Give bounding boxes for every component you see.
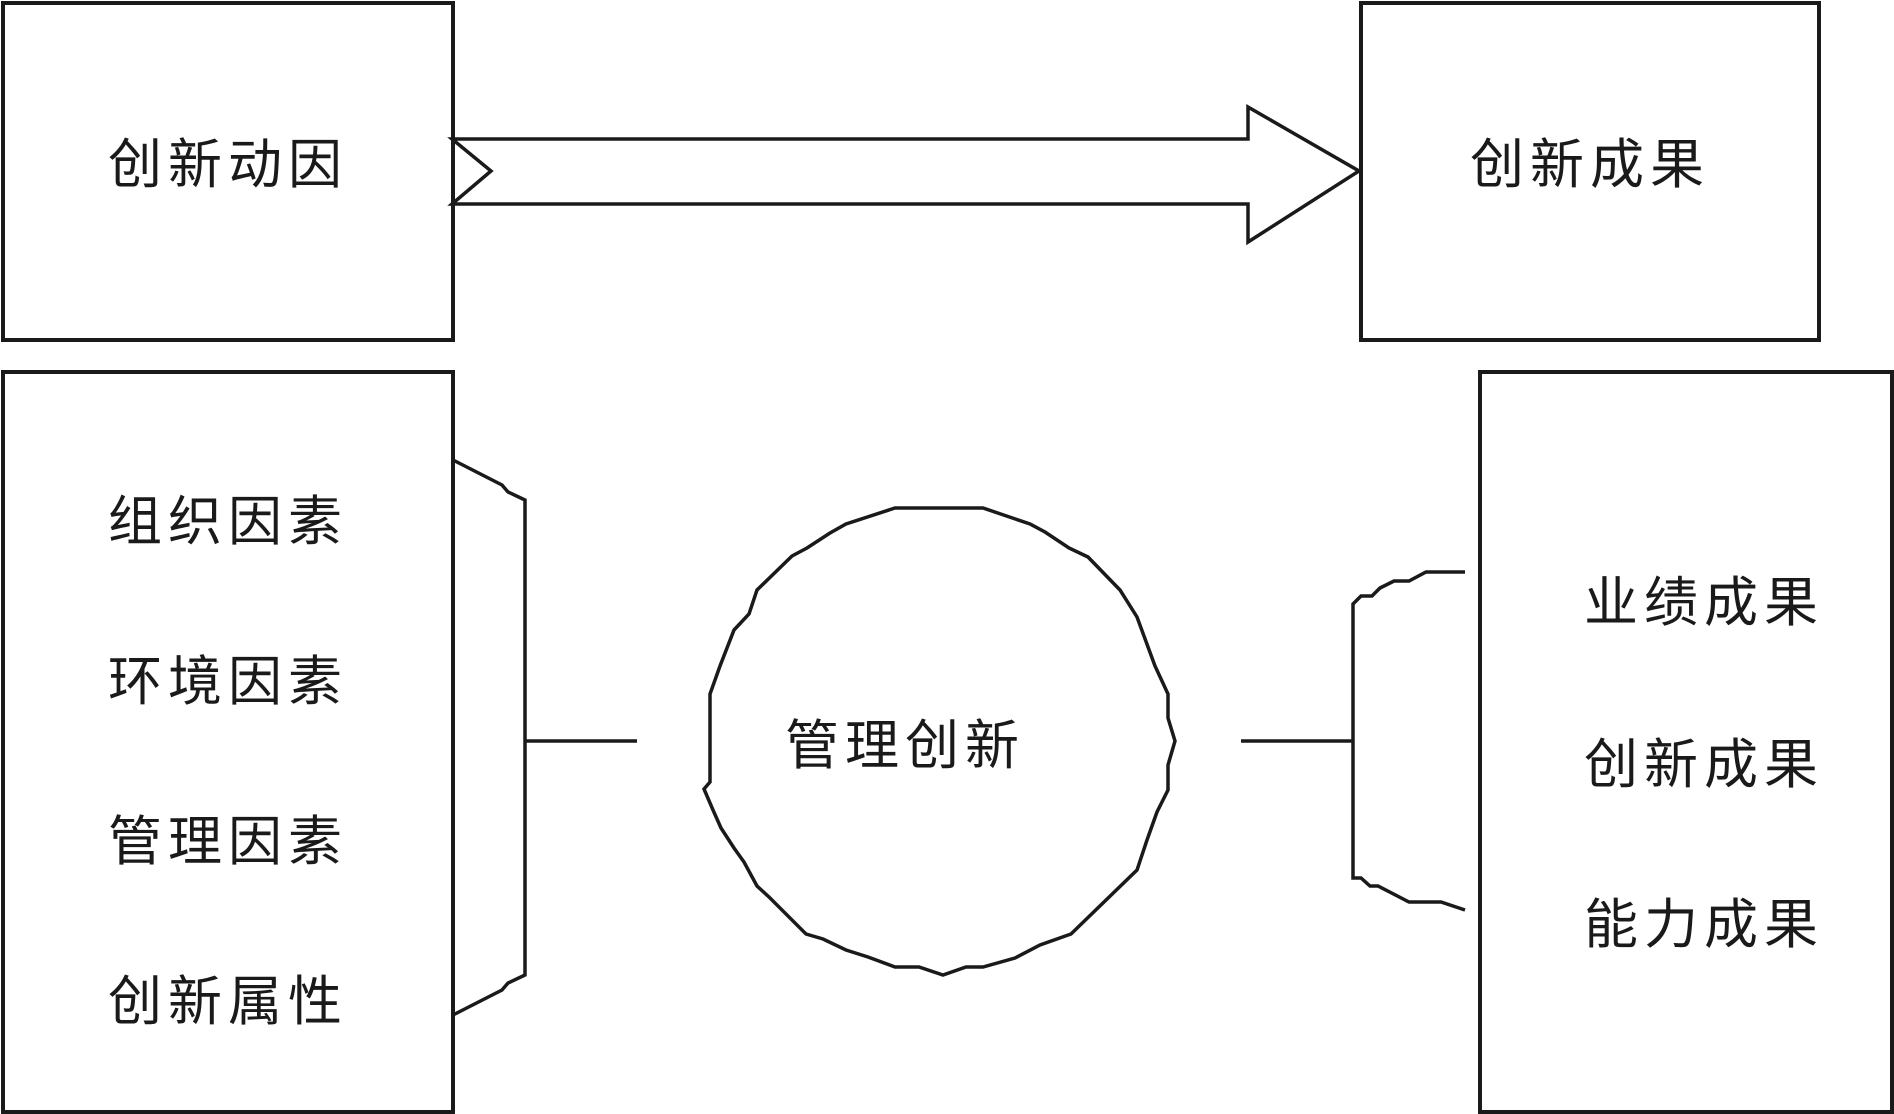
factor-item-management: 管理因素 [108, 810, 348, 873]
outcome-item-performance: 业绩成果 [1584, 571, 1824, 634]
factors-panel [1, 370, 455, 1114]
factor-item-organization: 组织因素 [108, 490, 348, 553]
result-box [1359, 1, 1821, 342]
factor-item-attribute: 创新属性 [108, 970, 348, 1033]
cause-label: 创新动因 [108, 133, 348, 196]
flow-arrow [447, 103, 1363, 246]
cause-box [1, 1, 455, 342]
right-bracket [1351, 570, 1466, 912]
center-label: 管理创新 [785, 714, 1025, 777]
management-innovation-circle [701, 506, 1177, 977]
outcomes-panel [1478, 370, 1894, 1114]
left-bracket [452, 458, 527, 1017]
outcome-item-capability: 能力成果 [1584, 893, 1824, 956]
outcome-item-innovation: 创新成果 [1584, 733, 1824, 796]
result-label: 创新成果 [1470, 133, 1710, 196]
factor-item-environment: 环境因素 [108, 650, 348, 713]
